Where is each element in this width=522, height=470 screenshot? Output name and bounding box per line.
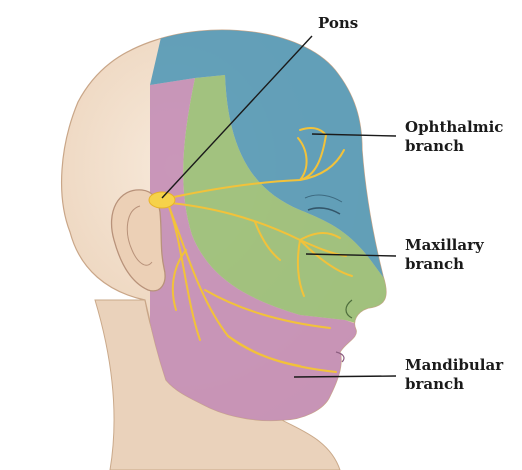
- ophthalmic-label-line1: Ophthalmic: [405, 118, 503, 137]
- maxillary-label-line2: branch: [405, 255, 484, 274]
- mandibular-label-line2: branch: [405, 375, 503, 394]
- pons-label-text: Pons: [318, 14, 358, 33]
- pons-label: Pons: [318, 14, 358, 33]
- mandibular-branch-label: Mandibular branch: [405, 356, 503, 394]
- mandibular-leader-line: [294, 376, 396, 377]
- maxillary-label-line1: Maxillary: [405, 236, 484, 255]
- ophthalmic-label-line2: branch: [405, 137, 503, 156]
- pons-ganglion: [149, 192, 175, 208]
- maxillary-branch-label: Maxillary branch: [405, 236, 484, 274]
- ophthalmic-branch-label: Ophthalmic branch: [405, 118, 503, 156]
- mandibular-label-line1: Mandibular: [405, 356, 503, 375]
